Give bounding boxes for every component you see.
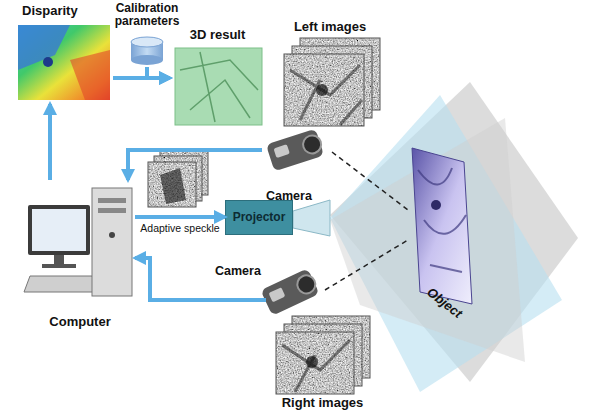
data-wire	[215, 298, 266, 302]
monitor-stand	[54, 255, 64, 265]
computer-node: Computer	[25, 180, 135, 330]
disparity-region	[70, 50, 110, 100]
tower-slot	[98, 198, 126, 203]
keyboard	[24, 276, 100, 292]
image-feature	[290, 65, 362, 125]
object-node: Object	[408, 140, 480, 315]
disparity-map-node: Disparity	[18, 4, 113, 104]
camera-panel	[274, 144, 290, 158]
camera-lens	[301, 133, 324, 156]
right-image	[276, 332, 354, 394]
node-label: Right images	[282, 396, 364, 411]
object-plate	[412, 148, 472, 304]
left-image	[284, 54, 364, 126]
image-feature	[282, 340, 350, 392]
disparity-dot	[43, 57, 53, 67]
speckle-shadow	[160, 168, 186, 204]
speckle-image	[148, 162, 196, 207]
tower-slot	[98, 208, 126, 213]
projector-box: Projector	[225, 200, 293, 235]
edge-label: Adaptive speckle	[140, 222, 219, 234]
data-flow-arrow	[135, 258, 215, 300]
3d-surface-line	[180, 52, 258, 122]
data-flow-arrow	[135, 215, 225, 219]
tower-button	[109, 232, 115, 238]
camera-lens	[294, 272, 318, 296]
camera-icon	[266, 128, 325, 171]
database-cylinder	[131, 37, 163, 47]
camera-panel	[268, 287, 285, 302]
object-feature	[418, 168, 466, 272]
node-label: Camera	[215, 264, 261, 278]
data-flow-arrow	[147, 67, 170, 78]
camera-node: Camera	[215, 262, 325, 317]
camera-node: Camera	[262, 128, 332, 203]
camera-view-line	[332, 152, 408, 210]
projector-lens	[293, 200, 330, 236]
camera-body	[261, 268, 320, 315]
camera-body	[266, 129, 324, 172]
database-cylinder	[131, 55, 163, 65]
disparity-map	[18, 25, 110, 100]
object-hole	[431, 200, 441, 210]
data-flow-arrow	[48, 104, 52, 180]
speckle-image	[148, 162, 196, 207]
node-label: Computer	[49, 315, 110, 330]
monitor	[28, 205, 90, 255]
image-stack-node: Left images	[278, 20, 382, 128]
data-flow-arrow	[128, 150, 262, 180]
image-stack-node: Right images	[270, 312, 375, 411]
monitor-base	[42, 264, 76, 268]
node-label: Left images	[294, 20, 366, 35]
3d-result-node: 3D result	[170, 28, 265, 128]
database-node: Calibration parameters	[108, 2, 186, 67]
left-image	[284, 54, 364, 126]
data-flow-arrow	[113, 76, 170, 80]
right-image	[276, 332, 354, 394]
node-label: Disparity	[22, 4, 78, 19]
camera-view-line	[325, 240, 408, 290]
disparity-region	[18, 25, 70, 70]
node-label: Object	[424, 286, 465, 322]
monitor-screen	[32, 209, 86, 251]
image-feature	[316, 84, 328, 96]
camera-icon	[261, 268, 321, 316]
node-label: 3D result	[190, 28, 246, 43]
image-feature	[306, 356, 318, 368]
computer-tower	[92, 188, 132, 296]
3d-result-image	[175, 48, 262, 125]
node-label: Calibration parameters	[108, 2, 186, 29]
node-label: Projector	[233, 211, 286, 224]
